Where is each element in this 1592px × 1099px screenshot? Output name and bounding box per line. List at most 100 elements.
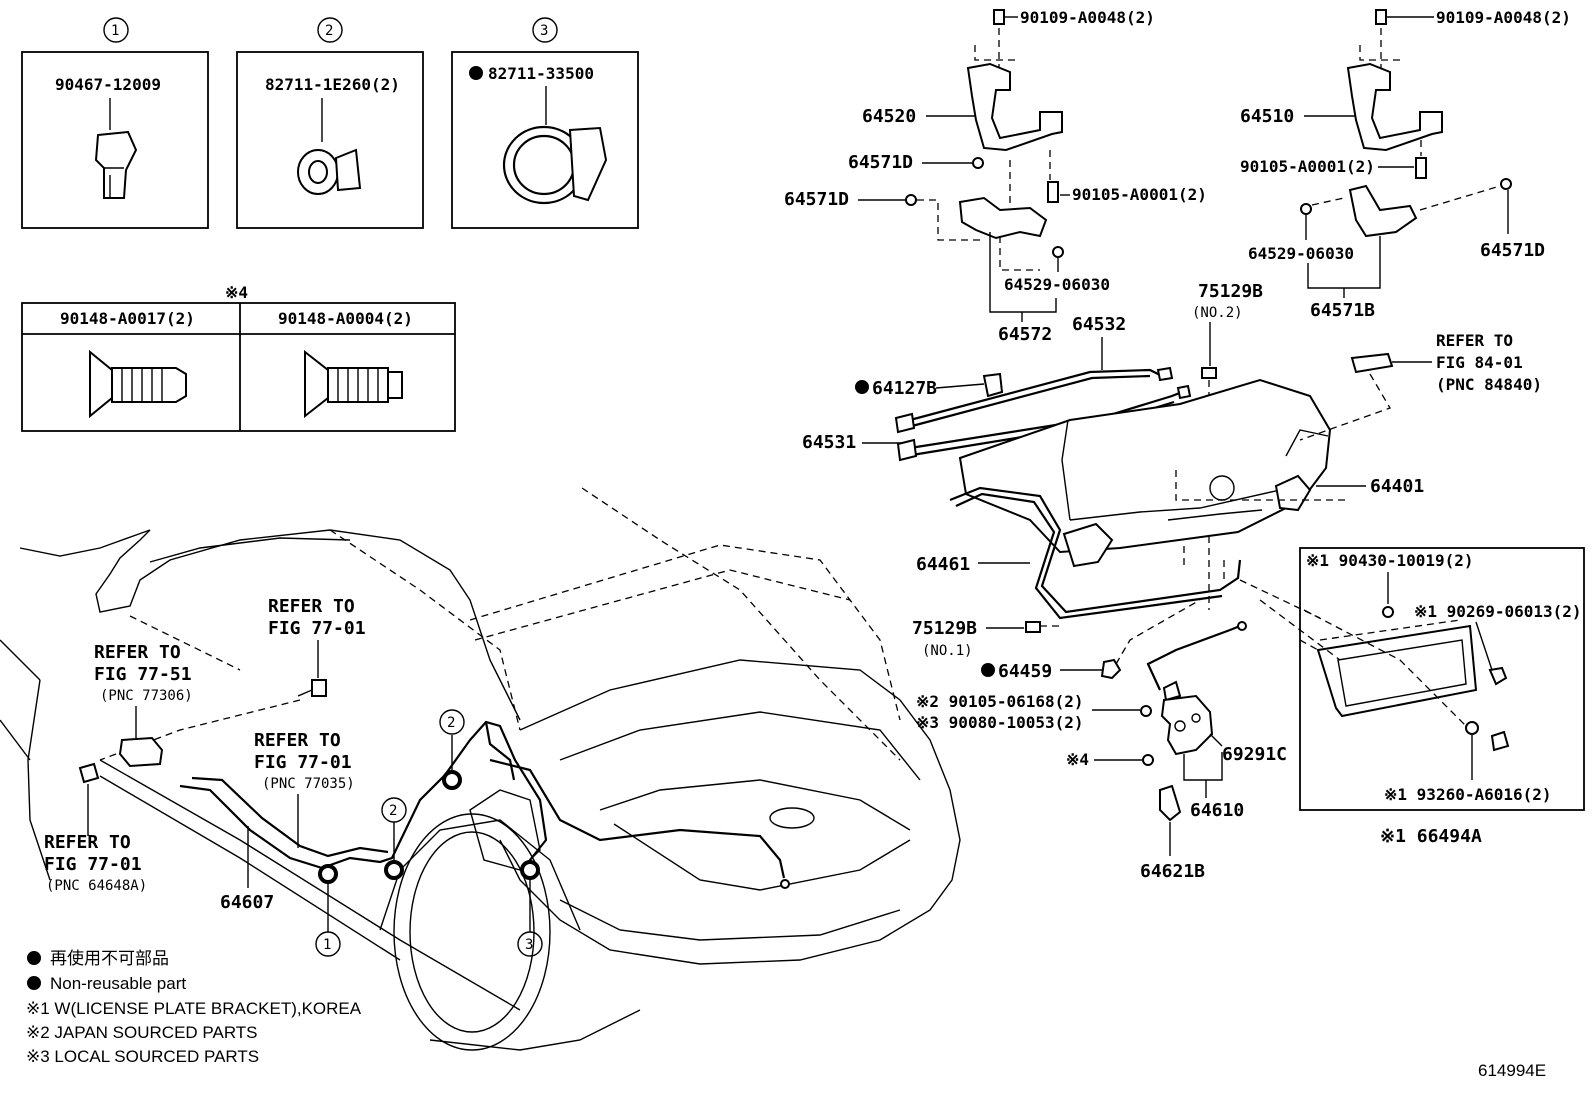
bolt-icon <box>1047 181 1059 203</box>
label-64520: 64520 <box>862 106 916 127</box>
ref84-line2: FIG 84-01 <box>1436 353 1523 372</box>
bolt-icon <box>311 679 327 697</box>
bolt-icon <box>1465 721 1479 735</box>
label-64607: 64607 <box>220 892 274 913</box>
ref7701c-line3: (PNC 64648A) <box>46 878 147 894</box>
car-body <box>0 487 961 1051</box>
cushion-icon <box>1100 658 1122 680</box>
inset-box-3: 3 82711-33500 <box>451 17 639 229</box>
rear-wheel-icon <box>393 813 551 1051</box>
label-75129b-no1-sub: (NO.1) <box>922 643 973 659</box>
clip-icon <box>1382 606 1394 618</box>
label-64401: 64401 <box>1370 476 1424 497</box>
connector-icon <box>78 762 100 784</box>
ref7701b-line2: FIG 77-01 <box>254 752 352 773</box>
plate-bracket-66494a-icon <box>1316 624 1478 718</box>
callout-2-mid: 2 <box>389 803 397 819</box>
torsion-bars: 64532 64127B 64531 <box>802 314 1192 462</box>
screw-icon <box>1300 203 1312 215</box>
bracket-64572-icon <box>958 196 1048 240</box>
label-64571b: 64571B <box>1310 300 1375 321</box>
ref7751-line1: REFER TO <box>94 642 181 663</box>
hinge-64520-icon <box>966 62 1063 152</box>
cushion-icon <box>1025 621 1041 633</box>
non-reusable-dot-icon <box>981 663 995 677</box>
inset-box-4: ※4 90148-A0017(2) 90148-A0004(2) <box>21 283 456 432</box>
ref84-line3: (PNC 84840) <box>1436 375 1542 394</box>
label-66494a: ※1 66494A <box>1380 826 1482 847</box>
part-82711-33500: 82711-33500 <box>488 64 594 83</box>
bolt-icon <box>993 9 1005 25</box>
opener-icon <box>118 736 164 768</box>
callout-1-label: 1 <box>111 23 119 39</box>
label-75129b-no1: 75129B <box>912 618 977 639</box>
bolt-icon <box>1140 705 1152 717</box>
legend-note-2: ※2 JAPAN SOURCED PARTS <box>26 1023 258 1042</box>
refer-84-01: REFER TO FIG 84-01 (PNC 84840) <box>1299 331 1542 441</box>
label-64571d-b: 64571D <box>784 189 849 210</box>
ref7701c-line1: REFER TO <box>44 832 131 853</box>
cable-band-icon <box>502 125 608 205</box>
bracket-64571b-icon <box>1348 184 1418 238</box>
screw-icon <box>972 157 984 169</box>
grommet-clip-icon <box>297 148 362 195</box>
cushion-no1: 75129B (NO.1) <box>912 618 1064 659</box>
inset-box-1: 1 90467-12009 <box>21 17 209 229</box>
label-64532: 64532 <box>1072 314 1126 335</box>
striker-64621b-icon <box>1159 784 1182 822</box>
part-90467-12009: 90467-12009 <box>55 75 161 94</box>
cable-64607 <box>179 720 790 889</box>
callout-3-label: 3 <box>540 23 548 39</box>
ref7751-line2: FIG 77-51 <box>94 664 192 685</box>
label-64531: 64531 <box>802 432 856 453</box>
ref7701a-line1: REFER TO <box>268 596 355 617</box>
label-90430: ※1 90430-10019(2) <box>1306 551 1474 570</box>
label-90109-right: 90109-A0048(2) <box>1436 8 1571 27</box>
ref84-line1: REFER TO <box>1436 331 1513 350</box>
callout-3-bottom: 3 <box>525 937 533 953</box>
callout-2-top: 2 <box>447 715 455 731</box>
box4-note: ※4 <box>225 283 248 302</box>
ref7751-line3: (PNC 77306) <box>100 688 193 704</box>
label-75129b-no2-sub: (NO.2) <box>1192 305 1243 321</box>
part-90148-A0017: 90148-A0017(2) <box>60 309 195 328</box>
cushion-64459: 64459 <box>981 599 1201 682</box>
cushion-icon <box>1201 367 1217 379</box>
screw-icon <box>1500 178 1512 190</box>
label-64572: 64572 <box>998 324 1052 345</box>
non-reusable-dot-icon <box>855 380 869 394</box>
label-64621b: 64621B <box>1140 861 1205 882</box>
callout-2-label: 2 <box>325 23 333 39</box>
non-reusable-dot-icon <box>469 66 483 80</box>
luggage-door-64401: 75129B (NO.2) 64401 <box>958 281 1424 610</box>
figure-id: 614994E <box>1478 1061 1546 1080</box>
ref7701a-line2: FIG 77-01 <box>268 618 366 639</box>
bolt-icon <box>1375 9 1387 25</box>
label-64510: 64510 <box>1240 106 1294 127</box>
part-90148-A0004: 90148-A0004(2) <box>278 309 413 328</box>
label-64571d-a: 64571D <box>848 152 913 173</box>
label-90105-left: 90105-A0001(2) <box>1072 185 1207 204</box>
callout-1-bottom: 1 <box>323 937 331 953</box>
fuel-door-icon <box>469 789 541 871</box>
label-64571d-c: 64571D <box>1480 240 1545 261</box>
ref7701b-line1: REFER TO <box>254 730 341 751</box>
label-93260: ※1 93260-A6016(2) <box>1384 785 1552 804</box>
rear-emblem-icon <box>769 807 815 829</box>
legend-note-1: ※1 W(LICENSE PLATE BRACKET),KOREA <box>26 999 362 1018</box>
bolt-icon <box>1142 754 1154 766</box>
non-reusable-dot-icon <box>27 976 41 990</box>
label-69291c: 69291C <box>1222 744 1287 765</box>
nut-icon <box>1490 730 1510 752</box>
inset-box-2: 2 82711-1E260(2) <box>236 17 424 229</box>
label-64459: 64459 <box>998 661 1052 682</box>
hinge-right-group: 90109-A0048(2) 64510 90105-A0001(2) 6457… <box>1240 8 1571 321</box>
hinge-64510-icon <box>1346 62 1443 152</box>
label-64610: 64610 <box>1190 800 1244 821</box>
weatherstrip-64461: 64461 <box>916 486 1242 620</box>
screw-a0017-icon <box>89 349 187 419</box>
label-64461: 64461 <box>916 554 970 575</box>
bolt-icon <box>1415 157 1427 179</box>
screw-a0004-icon <box>304 349 403 419</box>
